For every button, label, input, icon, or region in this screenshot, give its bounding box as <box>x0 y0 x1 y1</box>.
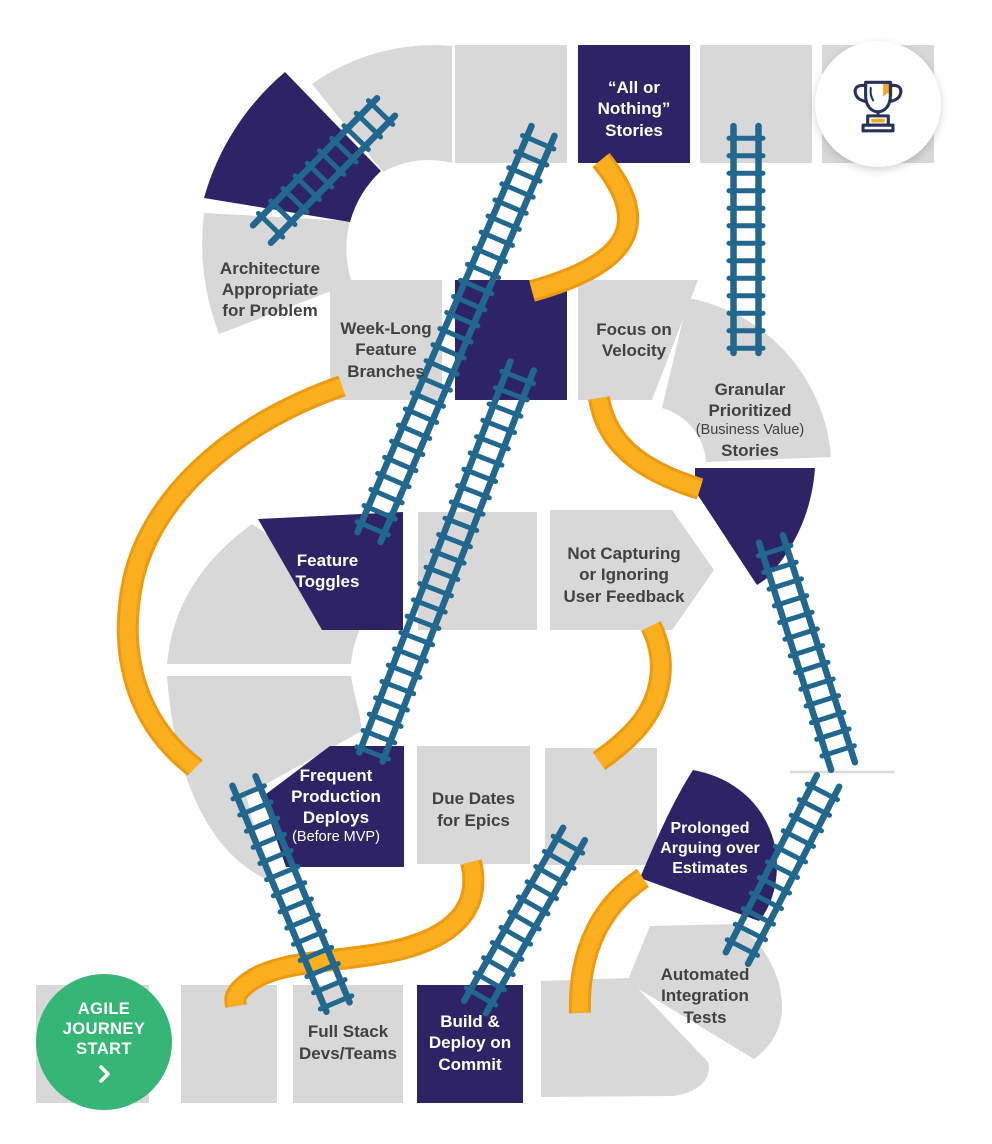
ring-segment-top-left-purple-fan <box>204 72 381 222</box>
ladder-icon <box>229 772 355 1016</box>
ring-segment-top-arc <box>312 45 452 172</box>
ladder-icon <box>354 122 558 546</box>
trophy-icon <box>853 80 903 133</box>
ladder-layer <box>229 95 859 1017</box>
tile-focus-on-velocity <box>578 280 698 400</box>
tile-build-deploy-on-commit <box>417 985 523 1103</box>
ladder-icon <box>249 95 399 246</box>
tile-due-dates-for-epics <box>417 746 530 864</box>
tile-granular-prioritized-stories <box>662 298 831 462</box>
tile-all-or-nothing-stories <box>578 45 690 163</box>
chevron-right-icon <box>99 1064 110 1083</box>
ring-segment-right-purple-wedge <box>695 468 815 585</box>
ladder-icon <box>460 824 589 1017</box>
start-circle: AGILE JOURNEY START <box>36 974 172 1110</box>
start-label: AGILE JOURNEY START <box>62 1000 146 1058</box>
chute-curve-inner <box>571 871 648 1014</box>
chute-curve-inner <box>591 396 703 497</box>
tile-automated-integration-tests <box>627 924 782 1059</box>
tile-prolonged-arguing <box>640 770 777 921</box>
tile-right-blank <box>545 748 657 865</box>
ladder-icon <box>755 531 859 774</box>
ladder-icon <box>722 772 843 967</box>
chute-curve-inner <box>227 860 482 1008</box>
ladder-icon <box>726 122 766 357</box>
tile-architecture <box>202 213 352 334</box>
chute-curve-inner <box>529 154 637 299</box>
tile-frequent-production-deploys <box>262 746 404 867</box>
tile-mid-purple <box>455 280 567 400</box>
chute-curve-inner <box>119 378 345 774</box>
chute-curve-inner <box>594 622 669 768</box>
ring-segment-left-lower <box>167 676 362 880</box>
tile-feature-toggles <box>258 512 403 630</box>
ladder-icon <box>354 358 537 765</box>
tile-not-capturing-feedback <box>550 510 714 630</box>
trophy-badge <box>815 41 941 167</box>
chute-layer <box>116 153 704 1014</box>
